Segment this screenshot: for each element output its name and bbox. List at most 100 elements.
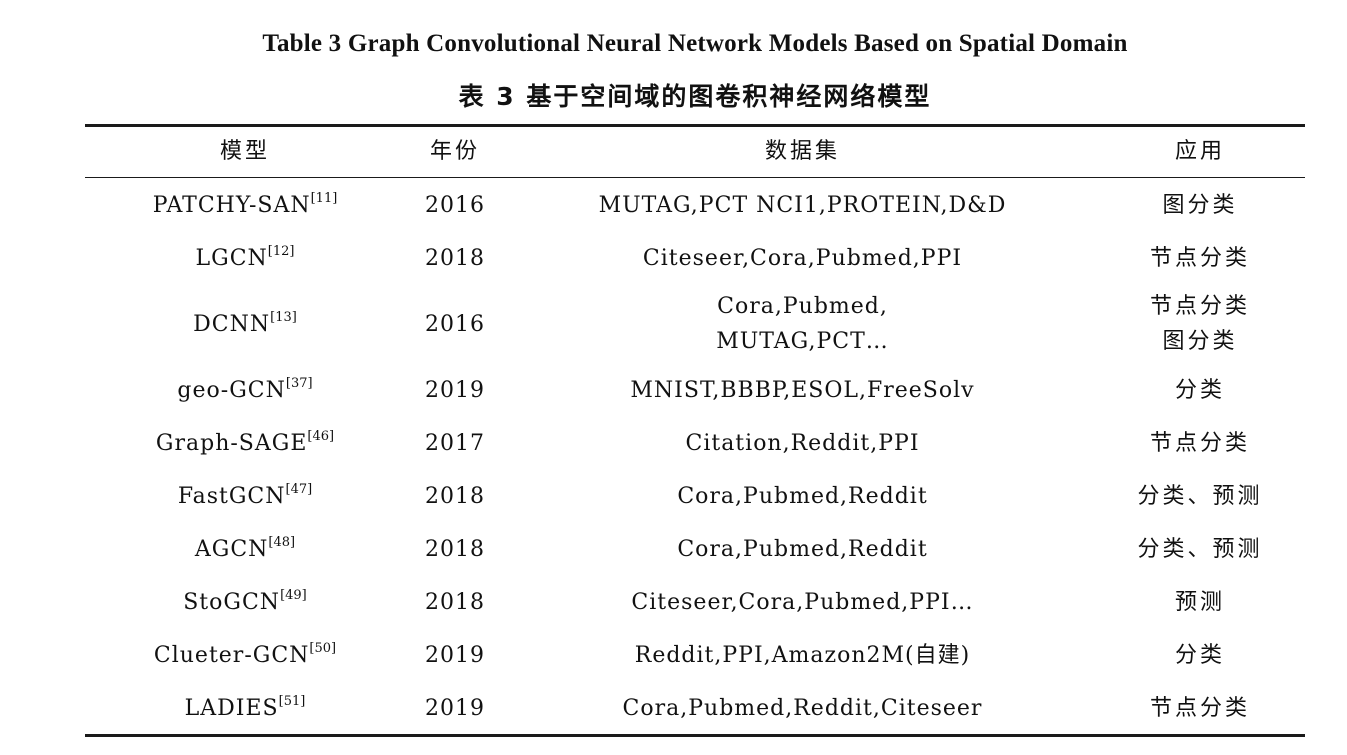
model-reference: [50] xyxy=(309,640,337,656)
application-line: 节点分类 xyxy=(1149,245,1250,271)
application-line: 图分类 xyxy=(1162,329,1238,354)
model-reference: [48] xyxy=(268,534,296,550)
table-header-rule xyxy=(85,177,1305,178)
cell-model: LGCN[12] xyxy=(85,233,405,283)
cell-year: 2016 xyxy=(425,311,485,337)
model-name: Clueter-GCN xyxy=(153,642,310,668)
model-name: LADIES xyxy=(184,695,279,721)
cell-model: Clueter-GCN[50] xyxy=(85,630,405,680)
cell-application: 节点分类图分类 xyxy=(1100,286,1300,362)
application-line: 分类、预测 xyxy=(1137,483,1263,509)
cell-model: geo-GCN[37] xyxy=(85,365,405,415)
table-row: DCNN[13] 2016 Cora,Pubmed, MUTAG,PCT… 节点分类图分… xyxy=(0,286,1347,362)
cell-datasets: Citeseer,Cora,Pubmed,PPI xyxy=(505,233,1100,283)
model-reference: [46] xyxy=(307,428,335,444)
application-line: 预测 xyxy=(1174,589,1225,615)
cell-application: 分类 xyxy=(1100,365,1300,415)
cell-year: 2018 xyxy=(425,536,485,562)
cell-application: 分类 xyxy=(1100,630,1300,680)
model-reference: [51] xyxy=(278,693,306,709)
cell-datasets: Citation,Reddit,PPI xyxy=(505,418,1100,468)
model-reference: [37] xyxy=(285,375,313,391)
cell-year: 2019 xyxy=(425,642,485,668)
model-reference: [12] xyxy=(267,243,295,259)
dataset-line: Citeseer,Cora,Pubmed,PPI… xyxy=(631,589,974,615)
cell-datasets: Cora,Pubmed,Reddit,Citeseer xyxy=(505,683,1100,733)
cell-datasets: Citeseer,Cora,Pubmed,PPI… xyxy=(505,577,1100,627)
model-name: AGCN xyxy=(194,536,269,562)
header-application: 应用 xyxy=(1174,139,1225,164)
table-row: Graph-SAGE[46] 2017 Citation,Reddit,PPI 节点分… xyxy=(0,418,1347,468)
dataset-line: MUTAG,PCT… xyxy=(716,329,889,354)
application-line: 图分类 xyxy=(1162,192,1238,218)
cell-datasets: Cora,Pubmed,Reddit xyxy=(505,471,1100,521)
table-row: FastGCN[47] 2018 Cora,Pubmed,Reddit 分类、预测 xyxy=(0,471,1347,521)
cell-application: 预测 xyxy=(1100,577,1300,627)
application-line: 节点分类 xyxy=(1149,695,1250,721)
cell-model: Graph-SAGE[46] xyxy=(85,418,405,468)
header-model: 模型 xyxy=(219,139,270,164)
cell-model: StoGCN[49] xyxy=(85,577,405,627)
model-name: geo-GCN xyxy=(177,377,286,403)
table-row: AGCN[48] 2018 Cora,Pubmed,Reddit 分类、预测 xyxy=(0,524,1347,574)
cell-application: 图分类 xyxy=(1100,180,1300,230)
model-name: Graph-SAGE xyxy=(155,430,308,456)
cell-model: PATCHY-SAN[11] xyxy=(85,180,405,230)
cell-application: 分类、预测 xyxy=(1100,524,1300,574)
model-name: PATCHY-SAN xyxy=(152,192,311,218)
cell-year: 2017 xyxy=(425,430,485,456)
cell-model: LADIES[51] xyxy=(85,683,405,733)
dataset-line: Reddit,PPI,Amazon2M(自建) xyxy=(634,642,971,668)
header-datasets: 数据集 xyxy=(764,139,840,164)
model-reference: [47] xyxy=(285,481,313,497)
cell-year: 2019 xyxy=(425,695,485,721)
model-name: FastGCN xyxy=(177,483,286,509)
cell-year: 2018 xyxy=(425,245,485,271)
header-year: 年份 xyxy=(429,139,480,164)
dataset-line: Citation,Reddit,PPI xyxy=(685,430,920,456)
dataset-line: Citeseer,Cora,Pubmed,PPI xyxy=(642,245,963,271)
application-line: 分类 xyxy=(1174,642,1225,668)
model-name: DCNN xyxy=(193,311,271,337)
table-top-rule xyxy=(85,124,1305,127)
cell-year: 2018 xyxy=(425,589,485,615)
table-row: Clueter-GCN[50] 2019 Reddit,PPI,Amazon2M(自… xyxy=(0,630,1347,680)
cell-application: 节点分类 xyxy=(1100,418,1300,468)
cell-datasets: MUTAG,PCT NCI1,PROTEIN,D&D xyxy=(505,180,1100,230)
table-title-chinese: 表 3 基于空间域的图卷积神经网络模型 xyxy=(458,82,932,111)
cell-model: AGCN[48] xyxy=(85,524,405,574)
table-row: LADIES[51] 2019 Cora,Pubmed,Reddit,Citesee… xyxy=(0,683,1347,733)
cell-model: FastGCN[47] xyxy=(85,471,405,521)
dataset-line: Cora,Pubmed,Reddit xyxy=(677,483,928,509)
application-line: 分类 xyxy=(1174,377,1225,403)
cell-datasets: MNIST,BBBP,ESOL,FreeSolv xyxy=(505,365,1100,415)
dataset-line: Cora,Pubmed, xyxy=(717,294,888,319)
cell-application: 节点分类 xyxy=(1100,683,1300,733)
model-reference: [11] xyxy=(310,190,338,206)
cell-datasets: Cora,Pubmed, MUTAG,PCT… xyxy=(505,286,1100,362)
table-row: geo-GCN[37] 2019 MNIST,BBBP,ESOL,FreeSolv 分… xyxy=(0,365,1347,415)
cell-datasets: Reddit,PPI,Amazon2M(自建) xyxy=(505,630,1100,680)
dataset-line: Cora,Pubmed,Reddit,Citeseer xyxy=(622,695,983,721)
cell-year: 2018 xyxy=(425,483,485,509)
model-reference: [49] xyxy=(280,587,307,603)
table-row: LGCN[12] 2018 Citeseer,Cora,Pubmed,PPI 节点分类 xyxy=(0,233,1347,283)
table-title-english: Table 3 Graph Convolutional Neural Netwo… xyxy=(262,30,1128,57)
cell-year: 2019 xyxy=(425,377,485,403)
model-name: StoGCN xyxy=(183,589,281,615)
dataset-line: MUTAG,PCT NCI1,PROTEIN,D&D xyxy=(598,192,1007,218)
cell-year: 2016 xyxy=(425,192,485,218)
table-bottom-rule xyxy=(85,734,1305,737)
dataset-line: Cora,Pubmed,Reddit xyxy=(677,536,928,562)
application-line: 节点分类 xyxy=(1149,294,1250,319)
table-row: StoGCN[49] 2018 Citeseer,Cora,Pubmed,PPI… 预… xyxy=(0,577,1347,627)
dataset-line: MNIST,BBBP,ESOL,FreeSolv xyxy=(630,377,975,403)
cell-model: DCNN[13] xyxy=(85,286,405,362)
application-line: 节点分类 xyxy=(1149,430,1250,456)
model-name: LGCN xyxy=(195,245,268,271)
application-line: 分类、预测 xyxy=(1137,536,1263,562)
table-row: PATCHY-SAN[11] 2016 MUTAG,PCT NCI1,PROTEIN… xyxy=(0,180,1347,230)
model-reference: [13] xyxy=(270,309,297,325)
cell-application: 节点分类 xyxy=(1100,233,1300,283)
cell-application: 分类、预测 xyxy=(1100,471,1300,521)
